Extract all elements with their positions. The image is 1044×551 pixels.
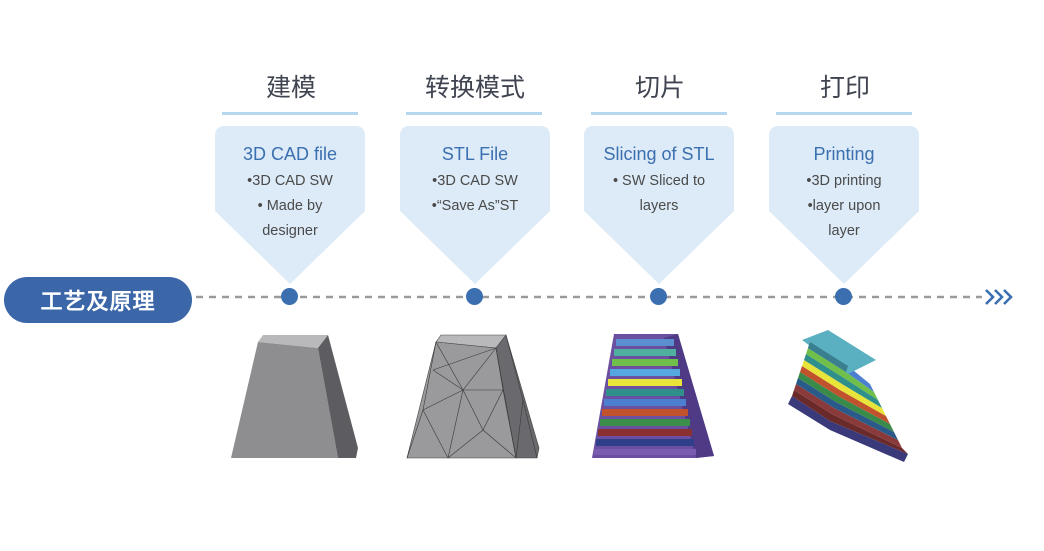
callout-heading: 3D CAD file (242, 144, 338, 164)
callout-item: •3D CAD SW (247, 173, 333, 189)
timeline-dot-conversion (466, 288, 483, 305)
callout-heading: Printing (813, 144, 875, 164)
callout-printing: Printing •3D printing •layer upon layer (769, 126, 919, 284)
callout-heading: Slicing of STL (603, 144, 715, 164)
step-title-modeling: 建模 (265, 73, 316, 102)
callout-conversion: STL File •3D CAD SW •“Save As”ST (400, 126, 550, 284)
mesh-shape-icon (406, 334, 540, 459)
timeline-dot-modeling (281, 288, 298, 305)
callout-item: • Made by (257, 198, 323, 214)
timeline-dot-printing (835, 288, 852, 305)
title-divider (591, 112, 727, 115)
timeline-dot-slicing (650, 288, 667, 305)
title-divider (776, 112, 912, 115)
callout-item: •“Save As”ST (431, 198, 519, 214)
callout-slicing: Slicing of STL • SW Sliced to layers (584, 126, 734, 284)
sliced-shape-icon (592, 334, 714, 458)
callout-modeling: 3D CAD file •3D CAD SW • Made by designe… (215, 126, 365, 284)
step-title-slicing: 切片 (634, 73, 685, 102)
callout-item: •3D CAD SW (432, 173, 518, 189)
printed-layers-icon (788, 330, 908, 462)
title-divider (406, 112, 542, 115)
callout-item: layers (639, 198, 679, 214)
callout-item: designer (262, 223, 318, 239)
callout-item: • SW Sliced to (612, 173, 706, 189)
callout-item: layer (828, 223, 860, 239)
process-label: 工艺及原理 (4, 277, 192, 323)
callout-heading: STL File (441, 144, 509, 164)
step-title-printing: 打印 (819, 73, 870, 102)
callout-item: •3D printing (806, 173, 882, 189)
forward-arrows-icon (985, 289, 1013, 305)
model-shape-icon (231, 335, 358, 458)
title-divider (222, 112, 358, 115)
step-title-conversion: 转换模式 (424, 73, 525, 102)
callout-item: •layer upon (807, 198, 881, 214)
